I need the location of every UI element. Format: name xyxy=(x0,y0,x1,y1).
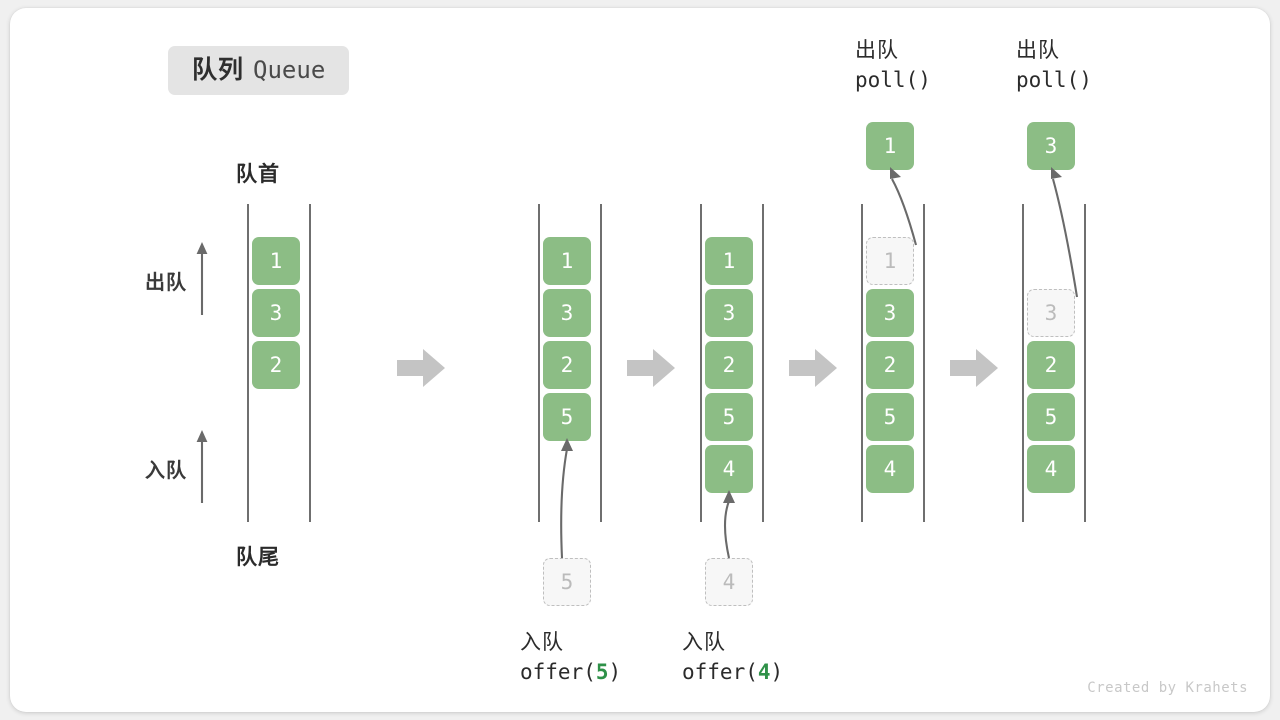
enqueue-operand-box: 5 xyxy=(543,558,591,606)
enqueue-direction-marker: 入队 xyxy=(145,428,209,509)
queue-slot-empty xyxy=(252,393,300,441)
queue-rail-right xyxy=(762,204,764,522)
operation-argument: 5 xyxy=(595,659,609,684)
enqueue-operation-caption: 入队 offer(5) xyxy=(520,628,621,688)
dequeue-direction-label: 出队 xyxy=(145,272,187,294)
dequeue-operation-caption: 出队 poll() xyxy=(1016,36,1092,96)
queue-cell: 2 xyxy=(866,341,914,389)
diagram-title-badge: 队列 Queue xyxy=(168,46,350,95)
credit-text: Created by Krahets xyxy=(1087,680,1248,696)
queue-cell: 4 xyxy=(866,445,914,493)
queue-cell: 4 xyxy=(1027,445,1075,493)
operation-code: poll() xyxy=(855,67,931,92)
dequeue-operation-caption: 出队 poll() xyxy=(855,36,931,96)
queue-slot-empty xyxy=(1027,237,1075,285)
arrow-up-icon xyxy=(195,428,209,509)
queue-rail-left xyxy=(247,204,249,522)
queue-tail-label: 队尾 xyxy=(236,546,280,569)
queue-slot-empty xyxy=(705,497,753,545)
queue-cell: 2 xyxy=(705,341,753,389)
queue-rail-right xyxy=(923,204,925,522)
queue-cell: 1 xyxy=(252,237,300,285)
operation-code: poll() xyxy=(1016,67,1092,92)
step-arrow-right-icon xyxy=(397,349,445,387)
queue-cell: 5 xyxy=(866,393,914,441)
dequeue-direction-marker: 出队 xyxy=(145,240,209,321)
queue-rail-left xyxy=(538,204,540,522)
queue-cell: 3 xyxy=(252,289,300,337)
queue-cell: 3 xyxy=(705,289,753,337)
dequeue-result-box: 1 xyxy=(866,122,914,170)
queue-rail-left xyxy=(1022,204,1024,522)
queue-rail-left xyxy=(700,204,702,522)
queue-cell: 5 xyxy=(1027,393,1075,441)
queue-cell: 1 xyxy=(543,237,591,285)
enqueue-operation-caption: 入队 offer(4) xyxy=(682,628,783,688)
step-arrow-right-icon xyxy=(789,349,837,387)
queue-cell: 4 xyxy=(705,445,753,493)
operation-code: offer(5) xyxy=(520,659,622,684)
step-arrow-right-icon xyxy=(950,349,998,387)
title-zh: 队列 xyxy=(192,56,245,84)
operation-name-zh: 入队 xyxy=(682,631,726,654)
queue-head-label: 队首 xyxy=(236,163,280,186)
queue-rail-right xyxy=(600,204,602,522)
queue-rail-right xyxy=(1084,204,1086,522)
queue-cell: 3 xyxy=(1027,289,1075,337)
queue-cell: 5 xyxy=(705,393,753,441)
queue-slot-empty xyxy=(543,445,591,493)
operation-code: offer(4) xyxy=(682,659,784,684)
queue-cell: 2 xyxy=(1027,341,1075,389)
queue-slot-empty xyxy=(1027,497,1075,545)
operation-argument: 4 xyxy=(757,659,771,684)
operation-name-zh: 出队 xyxy=(1016,39,1060,62)
queue-slot-empty xyxy=(866,497,914,545)
operation-name-zh: 入队 xyxy=(520,631,564,654)
queue-slot-empty xyxy=(252,445,300,493)
queue-cell: 5 xyxy=(543,393,591,441)
arrow-up-icon xyxy=(195,240,209,321)
step-arrow-right-icon xyxy=(627,349,675,387)
queue-slot-empty xyxy=(543,497,591,545)
queue-slot-empty xyxy=(252,497,300,545)
dequeue-result-box: 3 xyxy=(1027,122,1075,170)
queue-cell: 1 xyxy=(705,237,753,285)
queue-rail-right xyxy=(309,204,311,522)
queue-cell: 1 xyxy=(866,237,914,285)
enqueue-direction-label: 入队 xyxy=(145,460,187,482)
queue-cell: 3 xyxy=(543,289,591,337)
title-en: Queue xyxy=(253,56,326,84)
queue-cell: 2 xyxy=(252,341,300,389)
queue-cell: 3 xyxy=(866,289,914,337)
enqueue-operand-box: 4 xyxy=(705,558,753,606)
queue-cell: 2 xyxy=(543,341,591,389)
operation-name-zh: 出队 xyxy=(855,39,899,62)
queue-rail-left xyxy=(861,204,863,522)
